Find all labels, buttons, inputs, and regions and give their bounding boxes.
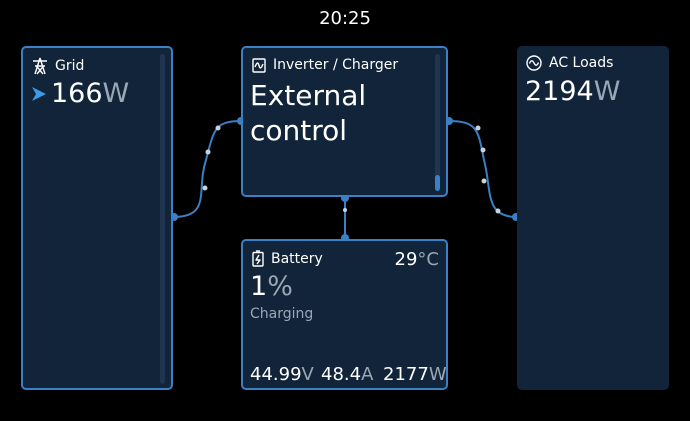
ac-loads-power: 2194W <box>525 76 620 107</box>
flow-dot <box>475 125 481 131</box>
inverter-title-label: Inverter / Charger <box>273 57 399 73</box>
inverter-scrollbar[interactable] <box>435 54 440 191</box>
inverter-panel[interactable]: Inverter / Charger External control <box>241 46 448 197</box>
battery-power: 2177W <box>383 364 447 385</box>
battery-soc-value: 1 <box>250 271 268 302</box>
grid-power: 166W <box>51 78 129 109</box>
battery-power-value: 2177 <box>383 364 429 385</box>
flow-dot <box>205 149 211 155</box>
battery-power-unit: W <box>428 364 447 385</box>
battery-current-value: 48.4 <box>321 364 362 385</box>
wire-grid-inverter <box>172 120 243 218</box>
battery-soc: 1% <box>250 271 293 302</box>
battery-title-label: Battery <box>271 250 323 267</box>
battery-temperature-unit: °C <box>417 249 439 270</box>
battery-state: Charging <box>250 306 314 322</box>
flow-dot <box>480 147 486 153</box>
grid-tower-icon <box>32 57 48 75</box>
flow-dot <box>202 185 208 191</box>
battery-voltage-value: 44.99 <box>250 364 302 385</box>
battery-voltage-unit: V <box>301 364 314 385</box>
status-clock: 20:25 <box>319 8 371 29</box>
battery-voltage: 44.99V <box>250 364 314 385</box>
flow-direction-arrow-icon <box>32 87 46 101</box>
inverter-mode-line1: External <box>250 79 367 112</box>
flow-dot <box>343 208 347 212</box>
wire-inverter-acloads <box>447 120 518 218</box>
inverter-mode-line2: control <box>250 114 348 147</box>
grid-panel[interactable]: Grid 166W <box>21 46 173 390</box>
flow-dot <box>481 178 487 184</box>
battery-current: 48.4A <box>321 364 373 385</box>
inverter-title: Inverter / Charger <box>252 57 398 73</box>
grid-power-value: 166 <box>51 78 103 109</box>
ac-loads-power-unit: W <box>593 76 621 107</box>
grid-title: Grid <box>32 57 84 75</box>
battery-charging-icon <box>252 250 264 267</box>
battery-panel[interactable]: Battery 29°C 1% Charging 44.99V 48.4A 21… <box>241 239 448 390</box>
ac-loads-power-value: 2194 <box>525 76 594 107</box>
battery-current-unit: A <box>361 364 374 385</box>
grid-power-unit: W <box>102 78 130 109</box>
battery-temperature-value: 29 <box>394 249 418 270</box>
ac-loads-title: AC Loads <box>526 55 613 71</box>
battery-title: Battery <box>252 250 323 267</box>
inverter-scroll-thumb[interactable] <box>435 175 440 191</box>
ac-loads-panel[interactable]: AC Loads 2194W <box>517 46 669 390</box>
ac-wave-icon <box>526 55 542 71</box>
grid-scrollbar[interactable] <box>160 54 165 384</box>
ac-loads-title-label: AC Loads <box>549 55 614 71</box>
flow-dot <box>215 125 221 131</box>
inverter-icon <box>252 57 266 73</box>
inverter-mode: External control <box>250 78 366 148</box>
flow-dot <box>495 208 501 214</box>
battery-soc-unit: % <box>267 271 293 302</box>
grid-title-label: Grid <box>55 58 85 74</box>
battery-temperature: 29°C <box>395 249 439 270</box>
